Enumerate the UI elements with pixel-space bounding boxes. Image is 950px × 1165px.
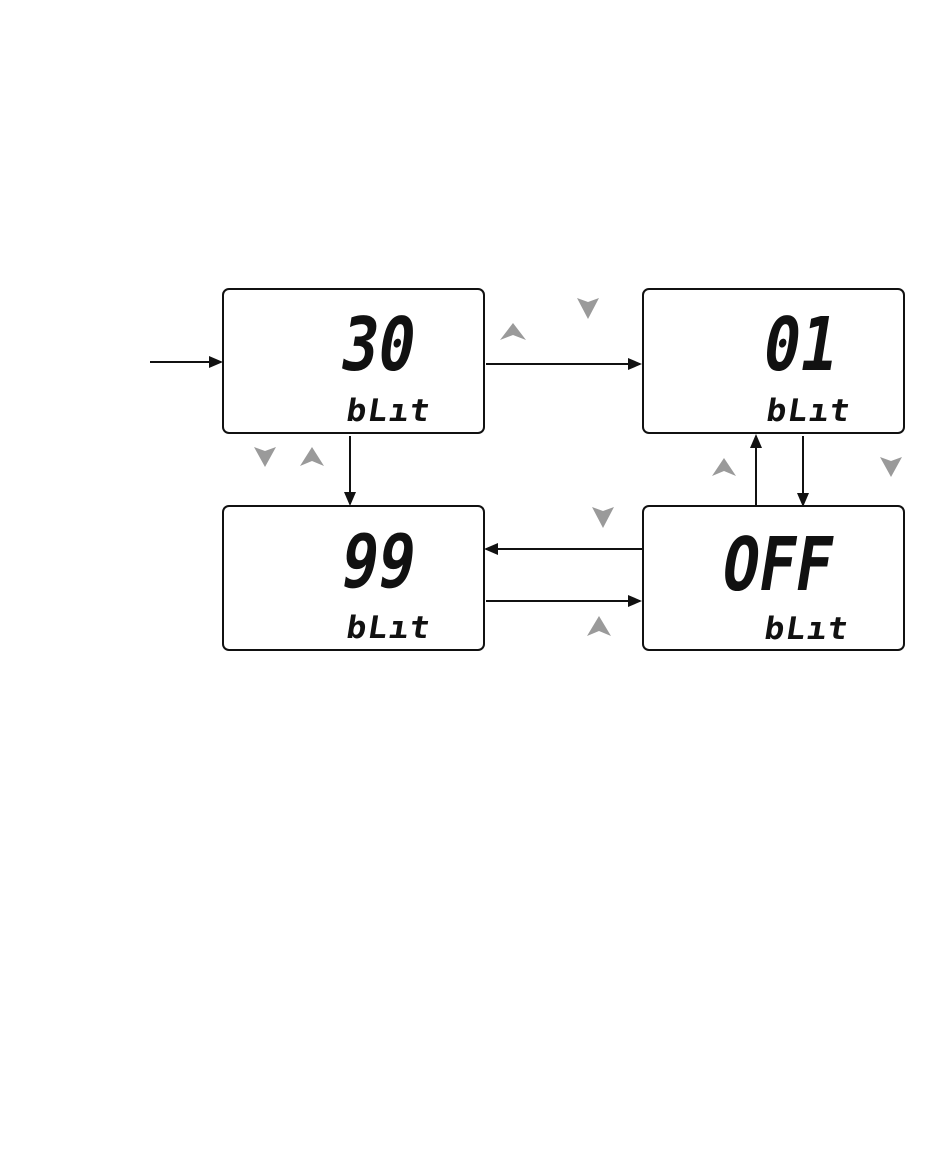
lcd-value: 01 [758,308,843,382]
lcd-value: 30 [336,308,421,382]
down-chevron-icon [577,298,599,319]
lcd-label: bLıt [344,396,433,427]
lcd-panel-30: 30 bLıt [222,288,485,434]
up-chevron-icon [300,447,324,466]
lcd-panel-off: OFF bLıt [642,505,905,651]
up-chevron-icon [500,323,526,340]
down-chevron-icon [592,507,614,528]
lcd-panel-01: 01 bLıt [642,288,905,434]
lcd-label: bLıt [344,613,433,644]
lcd-label: bLıt [764,396,853,427]
up-chevron-icon [712,458,736,476]
lcd-label: bLıt [762,614,851,645]
up-chevron-icon [587,616,611,636]
lcd-value: 99 [336,525,421,599]
lcd-value: OFF [717,528,838,602]
down-chevron-icon [254,447,276,467]
down-chevron-icon [880,457,902,477]
lcd-panel-99: 99 bLıt [222,505,485,651]
